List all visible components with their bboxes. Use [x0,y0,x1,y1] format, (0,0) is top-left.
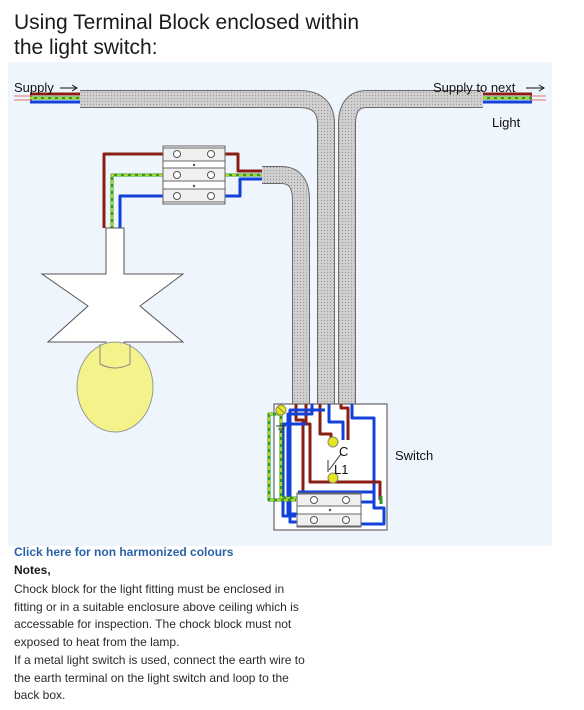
switch-terminal-block [296,492,362,528]
wiring-diagram: Supply Supply to next Light Switch C L1 [0,62,584,546]
supply-label: Supply [14,80,54,95]
non-harmonized-colours-link[interactable]: Click here for non harmonized colours [14,545,234,559]
supply-next-conductors [483,92,546,104]
note-paragraph-2: If a metal light switch is used, connect… [14,653,305,703]
light-terminal-block [162,145,226,205]
supply-next-label: Supply to next [433,80,516,95]
switch-label: Switch [395,448,433,463]
common-terminal-label: C [339,444,348,459]
supply-conductors [14,92,80,104]
switch-terminals [275,404,342,484]
notes-heading: Notes, [14,563,51,577]
light-fitting-wiring [102,152,262,228]
page-title: Using Terminal Block enclosed within the… [14,11,360,59]
light-bulb [76,341,154,433]
note-paragraph-1: Chock block for the light fitting must b… [14,582,299,650]
pendant-lamp [40,227,185,433]
l1-terminal-label: L1 [334,462,348,477]
wiring-diagram-svg: Supply Supply to next Light Switch C L1 [8,62,552,546]
light-label: Light [492,115,521,130]
